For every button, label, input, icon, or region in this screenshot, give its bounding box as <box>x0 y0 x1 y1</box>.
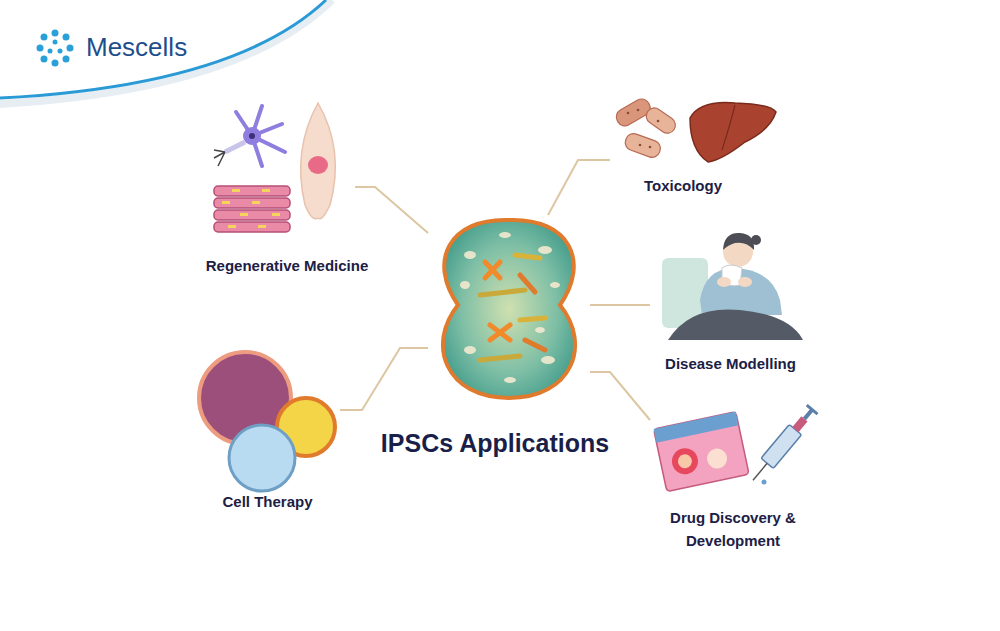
center-title: IPSCs Applications <box>381 428 609 458</box>
center-node: IPSCs Applications <box>428 215 590 400</box>
connector-line <box>340 348 428 410</box>
corner-arc <box>0 0 326 98</box>
application-node: Disease Modelling <box>650 225 805 340</box>
liver-icon <box>690 103 776 162</box>
application-node: Cell Therapy <box>195 352 340 490</box>
pills-icon <box>613 96 678 160</box>
connector-line <box>590 304 650 306</box>
application-node: Regenerative Medicine <box>205 100 355 240</box>
application-node: Toxicology <box>610 95 780 170</box>
connector-line <box>590 372 650 420</box>
connector-line <box>355 187 428 233</box>
ipsc-cell-icon <box>443 220 575 398</box>
application-label: Cell Therapy <box>222 490 312 513</box>
corner-shade <box>0 0 332 104</box>
application-label: Disease Modelling <box>665 352 796 375</box>
syringe-icon <box>747 405 818 486</box>
neuron-icon <box>214 106 285 166</box>
application-label: Toxicology <box>644 174 722 197</box>
spindle-cell-icon <box>301 103 336 219</box>
application-label: Drug Discovery & Development <box>658 506 808 552</box>
application-label: Regenerative Medicine <box>206 254 369 277</box>
logo-text: Mescells <box>86 32 187 63</box>
muscle-fibre-icon <box>214 186 290 232</box>
connector-line <box>548 160 610 215</box>
sick-person-icon <box>662 233 803 340</box>
therapy-cells-icon <box>199 352 335 491</box>
drug-pack-icon <box>654 412 749 492</box>
application-node: Drug Discovery & Development <box>650 405 810 505</box>
logo-icon <box>37 30 74 67</box>
